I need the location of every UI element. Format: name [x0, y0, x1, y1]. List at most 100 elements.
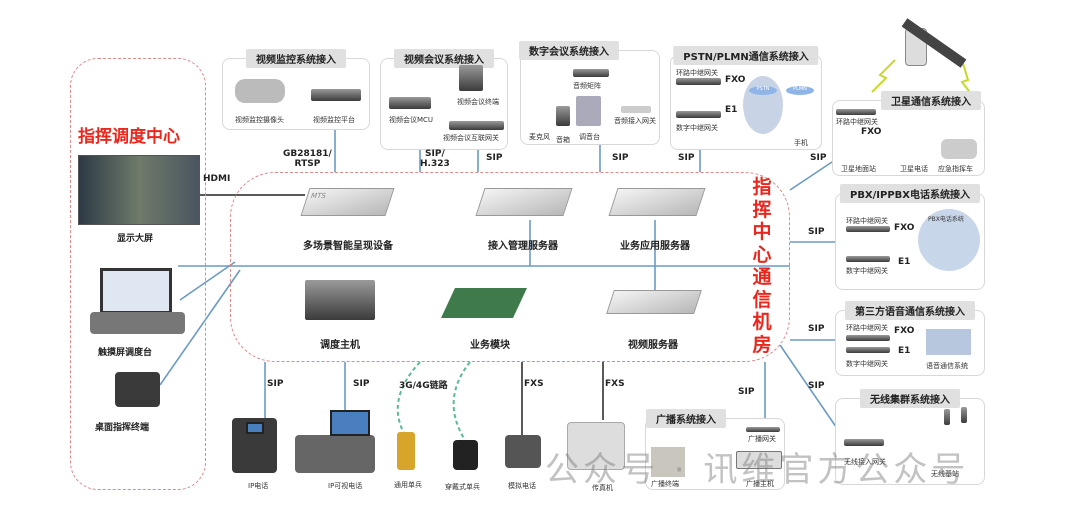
satellite-panel: 卫星通信系统接入 环路中继网关 FXO 卫星地面站 卫星电话 应急指挥车	[832, 91, 985, 176]
pstn-panel: PSTN/PLMN通信系统接入 环路中继网关 数字中继网关 FXO E1 PST…	[670, 46, 822, 150]
broadcast-panel: 广播系统接入 广播网关 广播终端 广播主机	[645, 409, 785, 490]
e1-label: E1	[898, 346, 911, 356]
fxo-label: FXO	[894, 223, 915, 233]
watermark: 公众号 · 讯维官方公众号	[545, 450, 970, 490]
terminal-label: 通用单兵	[394, 481, 422, 489]
panel-title: 数字会议系统接入	[519, 41, 619, 60]
gateway-icon	[846, 347, 890, 353]
device-label: 调度主机	[320, 340, 360, 351]
plmn-cloud: PLMN	[786, 86, 814, 95]
item-label: 视频监控平台	[313, 116, 355, 124]
gateway-icon	[836, 109, 876, 115]
terminal-icon	[459, 65, 483, 91]
fxs-link-label: FXS	[524, 379, 544, 389]
service-module-device	[441, 288, 527, 318]
sip-link-label: SIP	[808, 381, 825, 391]
speaker-icon	[556, 106, 570, 126]
radio-icon	[944, 409, 950, 425]
fax-icon	[567, 422, 625, 470]
network-bubble	[743, 76, 783, 134]
item-label: PBX电话系统	[928, 216, 964, 223]
vehicle-icon	[941, 139, 977, 159]
item-label: 视频监控摄像头	[235, 116, 284, 124]
app-server-device	[608, 188, 706, 216]
broadcast-host-icon	[736, 451, 782, 469]
sip-link-label: SIP	[808, 227, 825, 237]
mts-device: MTS	[300, 188, 395, 216]
item-label: 数字中继网关	[676, 124, 718, 132]
wearable-unit-icon	[453, 440, 478, 470]
terminal-label: 传真机	[592, 484, 613, 492]
3g4g-link-label: 3G/4G链路	[399, 381, 448, 391]
gb28181-link-label: GB28181/ RTSP	[283, 149, 332, 169]
sip-link-label: SIP	[486, 153, 503, 163]
dispatch-host-device	[305, 280, 375, 320]
item-label: 环路中继网关	[846, 217, 888, 225]
sip-link-label: SIP	[353, 379, 370, 389]
item-label: 音箱	[556, 136, 570, 144]
device-label: 业务模块	[470, 340, 510, 351]
pbx-panel: PBX/IPPBX电话系统接入 环路中继网关 数字中继网关 FXO E1 PBX…	[835, 184, 985, 290]
item-label: 视频会议终端	[457, 98, 499, 106]
panel-title: PBX/IPPBX电话系统接入	[839, 184, 981, 203]
sip-h323-link-label: SIP/ H.323	[420, 149, 450, 169]
panel-title: 第三方语音通信系统接入	[845, 301, 975, 320]
item-label: 音频接入网关	[614, 117, 656, 125]
device-label: 接入管理服务器	[488, 241, 558, 252]
item-label: 语音通信系统	[926, 362, 968, 370]
item-label: 环路中继网关	[846, 324, 888, 332]
item-label: 无线基站	[931, 470, 959, 478]
e1-label: E1	[725, 105, 738, 115]
terminal-label: 模拟电话	[508, 482, 536, 490]
item-label: 广播网关	[748, 435, 776, 443]
gateway-icon	[449, 121, 504, 130]
terminal-label: IP电话	[248, 482, 269, 490]
audio-gateway-icon	[621, 106, 651, 113]
item-label: 卫星电话	[900, 165, 928, 173]
command-center-title: 指挥调度中心	[78, 127, 180, 147]
fxo-label: FXO	[725, 75, 746, 85]
fxo-label: FXO	[861, 127, 882, 137]
gateway-icon	[746, 427, 780, 432]
item-label: 广播主机	[746, 480, 774, 488]
item-label: 卫星地面站	[841, 165, 876, 173]
touch-console-label: 触摸屏调度台	[98, 348, 153, 358]
nvr-icon	[311, 89, 361, 101]
mixer-icon	[576, 96, 601, 126]
item-label: 视频会议互联网关	[443, 134, 499, 142]
third-party-panel: 第三方语音通信系统接入 环路中继网关 数字中继网关 FXO E1 语音通信系统	[835, 301, 985, 376]
gateway-icon	[844, 439, 884, 446]
fxs-link-label: FXS	[605, 379, 625, 389]
device-label: 多场景智能呈现设备	[303, 241, 393, 252]
sip-link-label: SIP	[612, 153, 629, 163]
digital-conference-panel: 数字会议系统接入 音频矩阵 音频接入网关 麦克风 音箱 调音台	[519, 41, 660, 145]
video-surveillance-panel: 视频监控系统接入 视频监控摄像头 视频监控平台	[222, 49, 370, 130]
terminal-label: IP可视电话	[328, 482, 363, 490]
panel-title: PSTN/PLMN通信系统接入	[673, 46, 819, 65]
panel-title: 广播系统接入	[646, 409, 726, 428]
gateway-icon	[676, 78, 721, 85]
trunking-panel: 无线集群系统接入 无线接入网关 无线基站	[835, 389, 985, 485]
command-center-group	[70, 58, 206, 490]
e1-label: E1	[898, 257, 911, 267]
item-label: 调音台	[579, 133, 600, 141]
handheld-unit-icon	[397, 432, 415, 470]
mcu-icon	[389, 97, 431, 109]
sip-link-label: SIP	[738, 387, 755, 397]
camera-icon	[235, 79, 285, 103]
desk-terminal-image	[115, 372, 160, 407]
matrix-icon	[573, 69, 609, 77]
panel-title: 卫星通信系统接入	[881, 91, 981, 110]
fxo-label: FXO	[894, 326, 915, 336]
sip-link-label: SIP	[810, 153, 827, 163]
display-wall-image	[78, 155, 200, 225]
video-phone-icon	[295, 410, 375, 473]
desk-terminal-label: 桌面指挥终端	[95, 423, 150, 433]
access-server-device	[475, 188, 573, 216]
item-label: 音频矩阵	[573, 82, 601, 90]
gateway-icon	[676, 111, 721, 118]
item-label: 环路中继网关	[836, 118, 878, 126]
video-conference-panel: 视频会议系统接入 视频会议MCU 视频会议终端 视频会议互联网关	[380, 49, 508, 150]
terminal-label: 穿戴式单兵	[445, 483, 480, 491]
panel-title: 视频监控系统接入	[246, 49, 346, 68]
